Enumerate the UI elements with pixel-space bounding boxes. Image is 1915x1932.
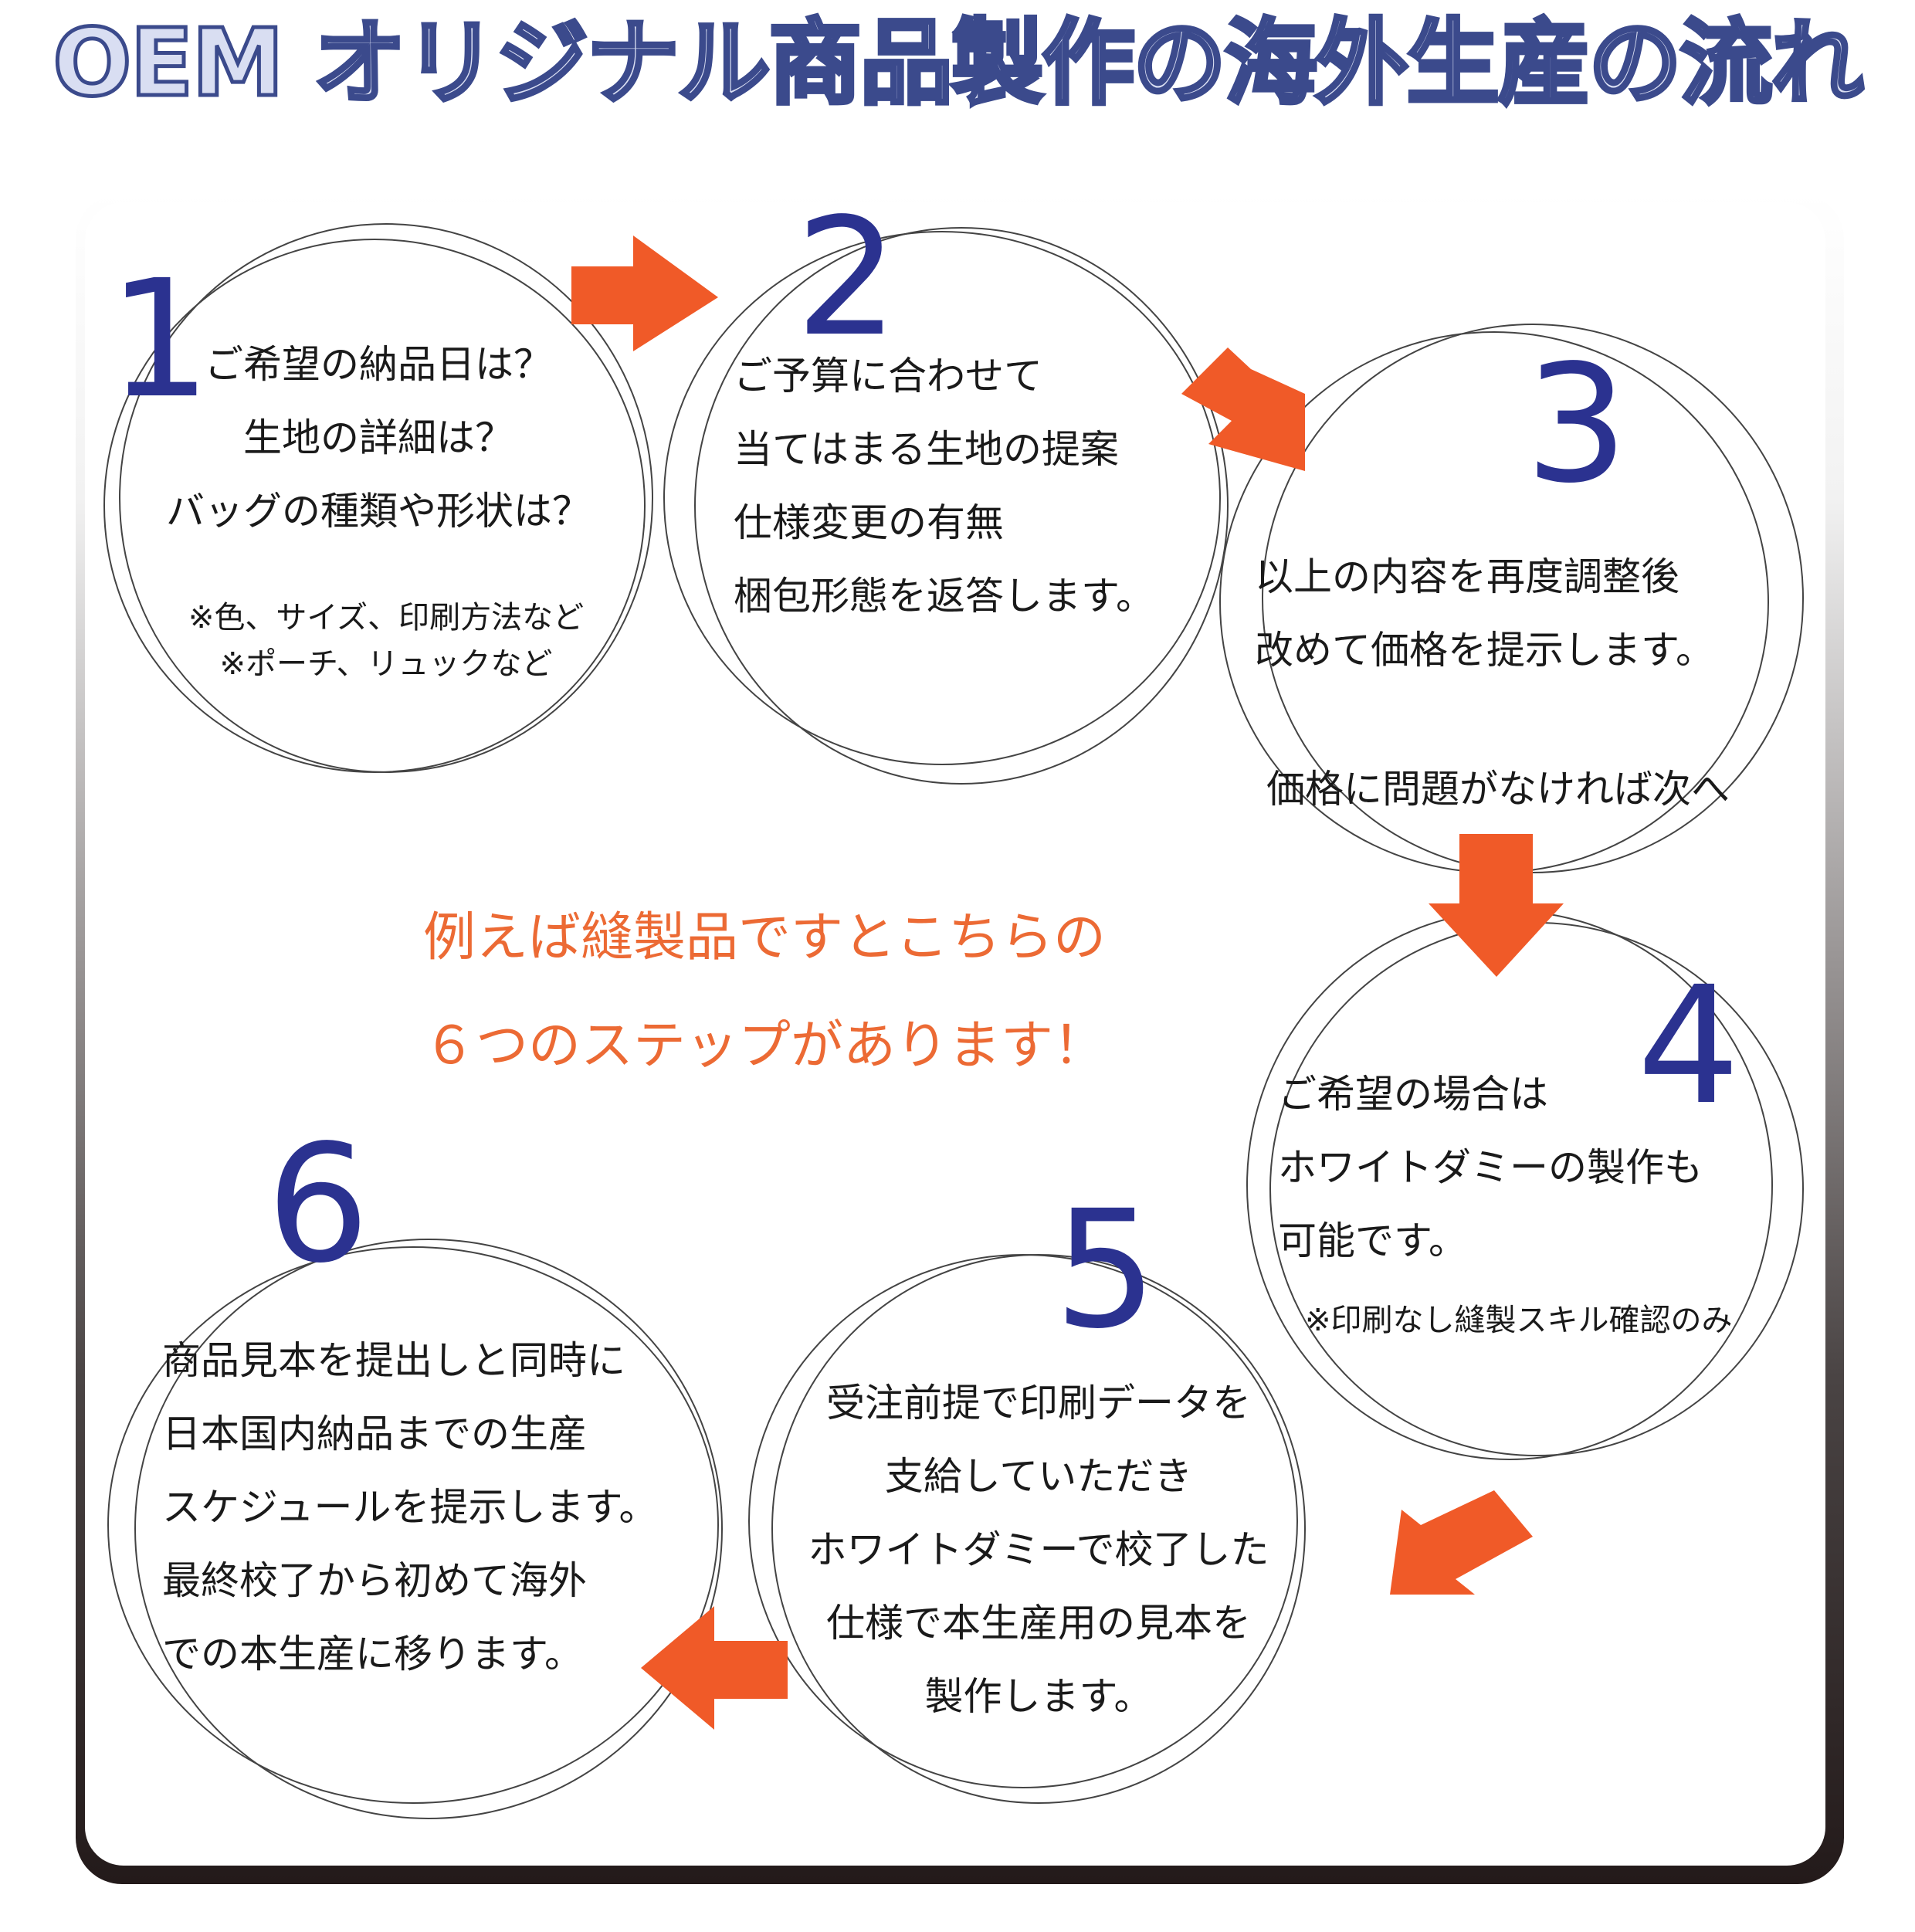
page-title: OEM オリジナル商品製作の海外生産の流れ (51, 8, 1866, 120)
arrow-5-to-6 (641, 1606, 788, 1730)
arrow-3-to-4 (1429, 834, 1564, 977)
step-4-text: ご希望の場合は ホワイトダミーの製作も 可能です。 (1278, 1058, 1703, 1278)
step-2-text: ご予算に合わせて 当てはまる生地の提案 仕様変更の有無 梱包形態を返答します。 (734, 340, 1154, 633)
step-3-line: 以上の内容を再度調整後 (1255, 554, 1679, 599)
content-frame-inner (85, 202, 1825, 1866)
step-1-circles (103, 223, 653, 773)
step-4-number: 4 (1637, 951, 1740, 1141)
step-1-line: ご希望の納品日は？ (205, 342, 552, 387)
step-6-line: 最終校了から初めて海外 (162, 1558, 587, 1603)
arrow-4-to-5 (1390, 1490, 1533, 1595)
step-5-text: 受注前提で印刷データを 支給していただき ホワイトダミーで校了した 仕様で本生産… (780, 1367, 1297, 1734)
step-1-note: ※ポーチ、リュックなど (219, 646, 553, 682)
step-5-line: 受注前提で印刷データを (826, 1381, 1251, 1425)
intro-text: 例えば縫製品ですとこちらの ６つのステップがあります！ (340, 884, 1189, 1100)
step-1-text: ご希望の納品日は？ 生地の詳細は？ バッグの種類や形状は？ (124, 328, 633, 548)
step-4-line: ホワイトダミーの製作も (1278, 1145, 1703, 1190)
step-1-note: ※色、サイズ、印刷方法など (188, 600, 585, 636)
content-frame (76, 193, 1844, 1884)
step-5-line: 仕様で本生産用の見本を (826, 1601, 1251, 1646)
step-1-line: バッグの種類や形状は？ (166, 489, 591, 534)
step-2-line: 梱包形態を返答します。 (734, 574, 1154, 619)
step-4-line: ご希望の場合は (1278, 1072, 1548, 1117)
step-6-number: 6 (266, 1110, 370, 1299)
step-1-notes: ※色、サイズ、印刷方法など ※ポーチ、リュックなど (154, 595, 618, 687)
step-3-number: 3 (1525, 330, 1629, 519)
arrow-1-to-2 (571, 236, 718, 351)
step-5-line: 製作します。 (924, 1674, 1153, 1719)
step-6-circles (107, 1239, 723, 1819)
arrow-2-to-3 (1181, 347, 1305, 471)
step-2-line: ご予算に合わせて (734, 354, 1042, 398)
step-3-after: 価格に問題がなければ次へ (1266, 767, 1730, 812)
step-4-note: ※印刷なし縫製スキル確認のみ (1305, 1303, 1733, 1338)
step-5-circles (748, 1254, 1306, 1804)
step-2-line: 当てはまる生地の提案 (734, 427, 1119, 472)
step-6-line: での本生産に移ります。 (162, 1632, 583, 1676)
step-3-text: 以上の内容を再度調整後 改めて価格を提示します。 (1255, 541, 1714, 687)
step-4-notes: ※印刷なし縫製スキル確認のみ (1305, 1297, 1733, 1344)
intro-line: ６つのステップがあります！ (422, 1015, 1106, 1076)
step-3-line: 改めて価格を提示します。 (1255, 628, 1714, 673)
step-4-line: 可能です。 (1278, 1219, 1467, 1263)
step-5-number: 5 (1054, 1175, 1157, 1364)
step-6-line: スケジュールを提示します。 (162, 1485, 658, 1530)
step-6-line: 日本国内納品までの生産 (162, 1412, 587, 1456)
step-6-text: 商品見本を提出しと同時に 日本国内納品までの生産 スケジュールを提示します。 最… (162, 1324, 658, 1691)
step-5-line: ホワイトダミーで校了した (808, 1527, 1269, 1572)
step-1-line: 生地の詳細は？ (243, 415, 513, 460)
step-6-line: 商品見本を提出しと同時に (162, 1338, 625, 1383)
step-5-line: 支給していただき (884, 1454, 1193, 1499)
step-2-line: 仕様変更の有無 (734, 500, 1004, 545)
intro-line: 例えば縫製品ですとこちらの (422, 907, 1106, 968)
step-2-circles (663, 227, 1229, 785)
step-2-number: 2 (795, 183, 899, 372)
step-1-number: 1 (108, 245, 212, 434)
